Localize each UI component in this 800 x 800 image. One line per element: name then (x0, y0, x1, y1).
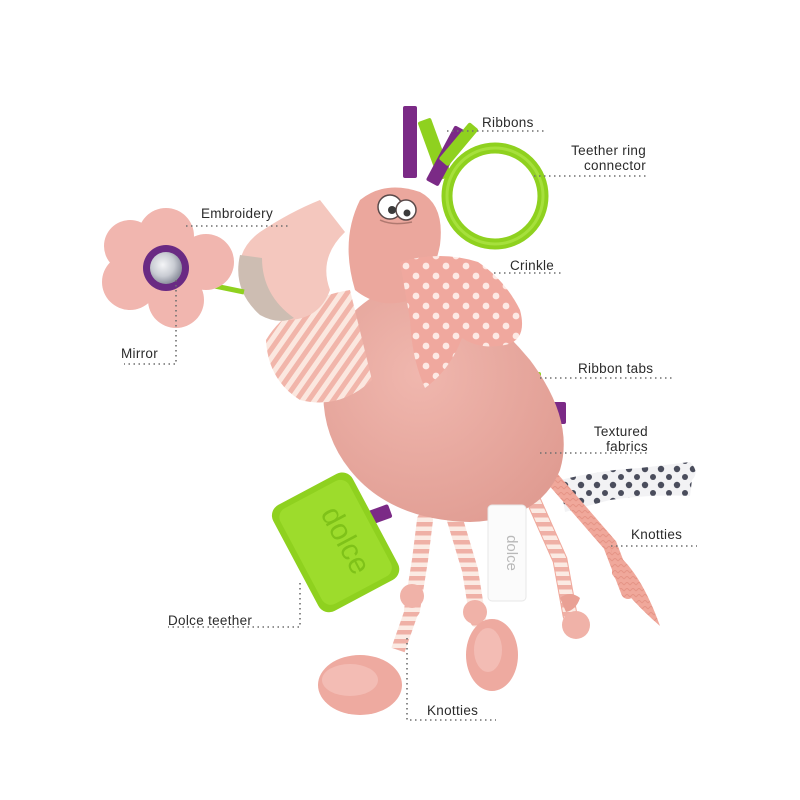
leader-knotties-bottom (406, 638, 496, 721)
label-knotties-bottom: Knotties (427, 703, 479, 718)
legs (318, 463, 660, 715)
dolce-teether (271, 472, 400, 613)
label-textured-fabrics: Textured fabrics (560, 424, 648, 454)
label-teether-ring-line1: Teether ring (571, 143, 646, 158)
label-knotties-right: Knotties (631, 527, 683, 542)
tag-brand-text: dolce (503, 535, 520, 571)
label-dolce-teether: Dolce teether (168, 613, 253, 628)
flamingo-head (238, 187, 441, 321)
label-textured-line1: Textured (593, 424, 648, 439)
brand-tag: dolce (487, 504, 527, 602)
label-mirror: Mirror (121, 346, 159, 361)
label-crinkle: Crinkle (510, 258, 555, 273)
label-textured-line2: fabrics (606, 439, 648, 454)
label-teether-ring-line2: connector (584, 158, 646, 173)
leader-lines (124, 130, 697, 721)
label-ribbons: Ribbons (482, 115, 534, 130)
label-teether-ring: Teether ring connector (550, 143, 646, 173)
crinkle-wing (400, 256, 523, 388)
label-embroidery: Embroidery (201, 206, 274, 221)
flower-mirror (102, 208, 245, 328)
label-ribbon-tabs: Ribbon tabs (578, 361, 654, 376)
top-ribbons (403, 106, 478, 186)
teether-ring (441, 142, 549, 250)
dotted-fabric-tag (560, 462, 696, 512)
